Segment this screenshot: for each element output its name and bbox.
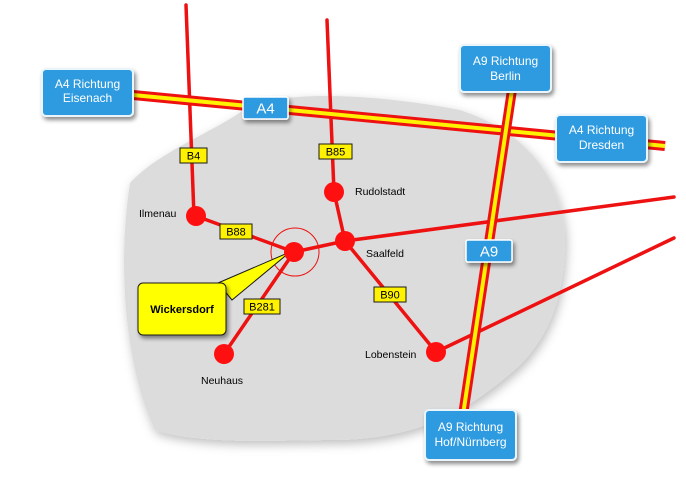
wickersdorf-callout [137, 282, 227, 336]
dot-lobenstein [426, 342, 446, 362]
dot-wickersdorf [284, 242, 304, 262]
svg-text:A4 Richtung: A4 Richtung [55, 77, 120, 91]
label-lobenstein: Lobenstein [365, 349, 417, 361]
label-ilmenau: Ilmenau [139, 208, 177, 220]
svg-text:Eisenach: Eisenach [63, 91, 112, 105]
a4-shield: A4 [242, 96, 289, 120]
sign-dresden: A4 Richtung Dresden [555, 114, 648, 163]
label-rudolstadt: Rudolstadt [355, 186, 405, 198]
dot-neuhaus [214, 344, 234, 364]
b281-label: B281 [243, 298, 281, 315]
b85-label: B85 [318, 143, 353, 160]
svg-text:A9 Richtung: A9 Richtung [438, 420, 503, 434]
sign-hof: A9 Richtung Hof/Nürnberg [424, 409, 517, 461]
road-b85 [325, 18, 336, 194]
wickersdorf-label: Wickersdorf [150, 304, 214, 316]
region-area [124, 95, 565, 441]
svg-text:A9: A9 [480, 244, 498, 261]
wickersdorf-ring [270, 227, 320, 277]
a9-shield: A9 [465, 239, 513, 263]
svg-text:Berlin: Berlin [490, 69, 521, 83]
svg-text:A4 Richtung: A4 Richtung [569, 123, 634, 137]
dot-saalfeld [335, 231, 355, 251]
svg-text:A9 Richtung: A9 Richtung [473, 54, 538, 68]
road-saalfeld-east [343, 195, 676, 243]
dot-ilmenau [186, 206, 206, 226]
b4-label: B4 [179, 147, 208, 164]
b88-label: B88 [219, 223, 253, 240]
sign-eisenach: A4 Richtung Eisenach [41, 68, 134, 117]
sign-berlin: A9 Richtung Berlin [459, 44, 552, 93]
svg-text:A4: A4 [256, 101, 274, 118]
svg-text:B281: B281 [249, 302, 275, 314]
svg-text:Dresden: Dresden [579, 138, 624, 152]
svg-text:B85: B85 [326, 147, 346, 159]
road-b4 [184, 3, 196, 218]
label-saalfeld: Saalfeld [366, 248, 404, 260]
svg-text:B4: B4 [187, 151, 200, 163]
dot-rudolstadt [324, 182, 344, 202]
svg-text:B88: B88 [226, 227, 246, 239]
b90-label: B90 [373, 286, 407, 303]
label-neuhaus: Neuhaus [201, 375, 243, 387]
svg-text:B90: B90 [380, 290, 400, 302]
svg-text:Hof/Nürnberg: Hof/Nürnberg [434, 435, 506, 449]
